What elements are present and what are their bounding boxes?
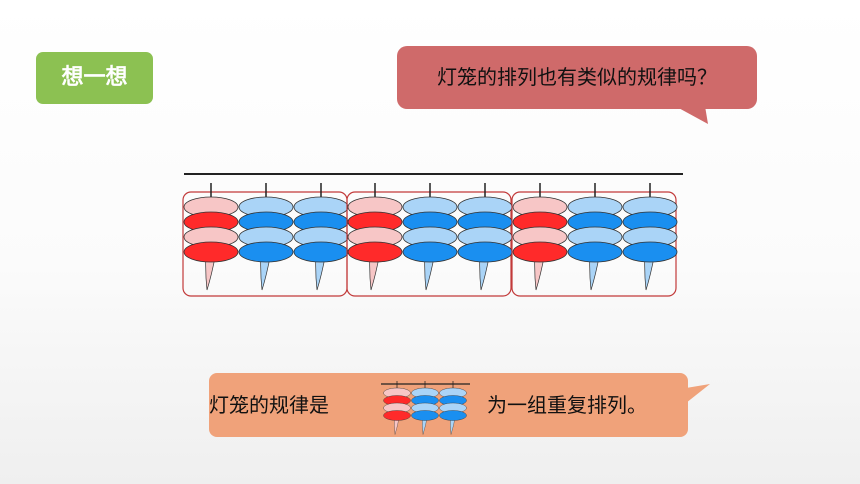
answer-prefix: 灯笼的规律是 [209, 393, 329, 417]
lantern-disc [567, 241, 623, 263]
answer-suffix: 为一组重复排列。 [487, 393, 647, 417]
answer-bubble-tail [686, 384, 710, 403]
lantern-disc [402, 241, 458, 263]
red-lantern [183, 183, 239, 291]
blue-lantern [238, 183, 294, 291]
lantern-disc [439, 410, 467, 421]
blue-lantern [439, 381, 467, 435]
question-bubble: 灯笼的排列也有类似的规律吗？ [397, 46, 757, 109]
question-text: 灯笼的排列也有类似的规律吗？ [437, 65, 717, 89]
title-tag: 想一想 [36, 52, 153, 104]
lantern-disc [293, 241, 349, 263]
blue-lantern [402, 183, 458, 291]
lantern-group [346, 183, 513, 297]
lantern-disc [411, 410, 439, 421]
lantern-disc [512, 241, 568, 263]
lantern-group [182, 183, 349, 297]
lantern-disc [457, 241, 513, 263]
blue-lantern [622, 183, 678, 291]
lantern-disc [183, 241, 239, 263]
lantern-group [511, 183, 678, 297]
group-frame [511, 191, 677, 297]
blue-lantern [567, 183, 623, 291]
lantern-disc [383, 410, 411, 421]
blue-lantern [457, 183, 513, 291]
blue-lantern [293, 183, 349, 291]
blue-lantern [411, 381, 439, 435]
red-lantern [383, 381, 411, 435]
pattern-example [381, 381, 470, 435]
group-frame [346, 191, 512, 297]
title-tag-label: 想一想 [61, 65, 128, 90]
red-lantern [347, 183, 403, 291]
red-lantern [512, 183, 568, 291]
question-bubble-tail [675, 106, 708, 124]
lantern-disc [238, 241, 294, 263]
lantern-disc [347, 241, 403, 263]
lantern-disc [622, 241, 678, 263]
